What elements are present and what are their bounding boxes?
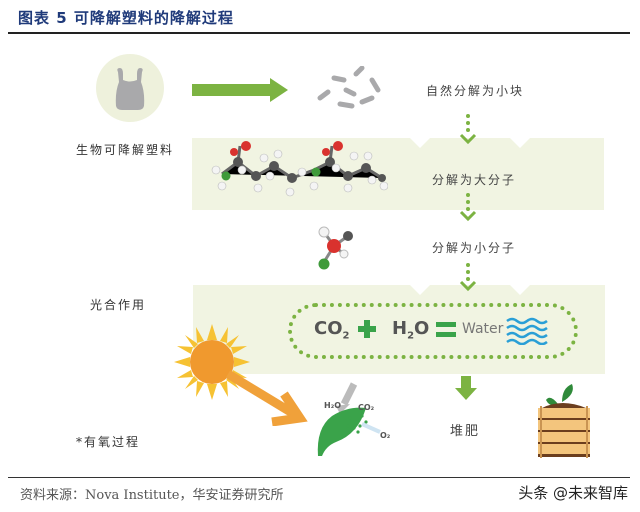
sun-icon [174, 324, 250, 400]
small-molecule-icon [318, 226, 353, 270]
label-photosynthesis: 光合作用 [90, 298, 147, 312]
label-aerobic: *有氧过程 [76, 435, 141, 449]
sunlight-arrow-icon [226, 370, 308, 426]
formula-h2o: H2O [392, 318, 429, 342]
step-macromolecules: 分解为大分子 [432, 173, 517, 187]
leaf-co2-label: CO₂ [358, 403, 375, 412]
dotted-arrow-down-icon [459, 114, 477, 145]
co2-subscript: 2 [342, 330, 350, 342]
band-notch [510, 285, 530, 295]
dotted-arrow-down-icon [459, 193, 477, 222]
leaf-h2o-label: H₂O [324, 401, 341, 410]
polymer-molecule-icon [211, 141, 388, 197]
leaf-icon: H₂O CO₂ O₂ [317, 382, 391, 456]
plastic-fragments-icon [317, 66, 381, 109]
h-text: H [392, 318, 408, 339]
watermark: 头条 @未来智库 [518, 484, 628, 502]
compost-crate-icon [538, 384, 590, 458]
h2o-subscript: 2 [407, 330, 415, 342]
band-notch [410, 138, 430, 148]
equals-icon [436, 322, 456, 338]
bottom-divider [8, 477, 630, 478]
formula-box [288, 303, 578, 359]
water-waves-icon [506, 317, 548, 345]
top-divider [8, 32, 630, 34]
formula-co2: CO2 [314, 318, 349, 342]
o-text: O [414, 318, 430, 339]
plus-icon [358, 320, 376, 338]
leaf-o2-label: O₂ [380, 431, 391, 440]
co2-text: CO [314, 318, 343, 339]
band-notch [410, 285, 430, 295]
water-label: Water [462, 321, 504, 337]
band-notch [510, 138, 530, 148]
dotted-arrow-down-icon [459, 263, 477, 292]
label-bioplastic: 生物可降解塑料 [76, 143, 175, 157]
step-natural-breakdown: 自然分解为小块 [426, 84, 525, 98]
step-small-molecules: 分解为小分子 [432, 241, 517, 255]
band-photosynthesis [193, 285, 605, 374]
figure-title: 图表 5 可降解塑料的降解过程 [18, 9, 234, 27]
plastic-bag-icon [96, 54, 164, 122]
arrow-right-icon [192, 78, 288, 102]
arrow-down-icon [455, 376, 477, 400]
source-note: 资料来源：Nova Institute，华安证券研究所 [20, 488, 284, 503]
step-compost: 堆肥 [450, 424, 481, 439]
